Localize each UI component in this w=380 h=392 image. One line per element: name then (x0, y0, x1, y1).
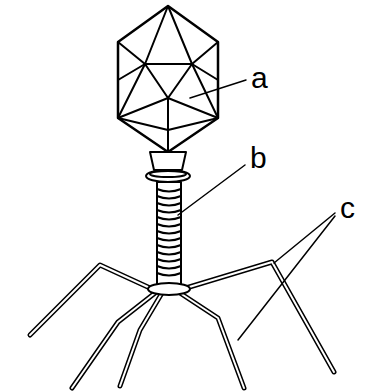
capsid-head (118, 6, 218, 152)
leader-lines (178, 80, 335, 340)
base-plate (148, 283, 190, 295)
part-label: c (340, 193, 355, 223)
tail-sheath (157, 182, 181, 284)
neck-collar (146, 152, 190, 182)
part-label: b (250, 143, 267, 173)
part-label: a (251, 63, 268, 93)
